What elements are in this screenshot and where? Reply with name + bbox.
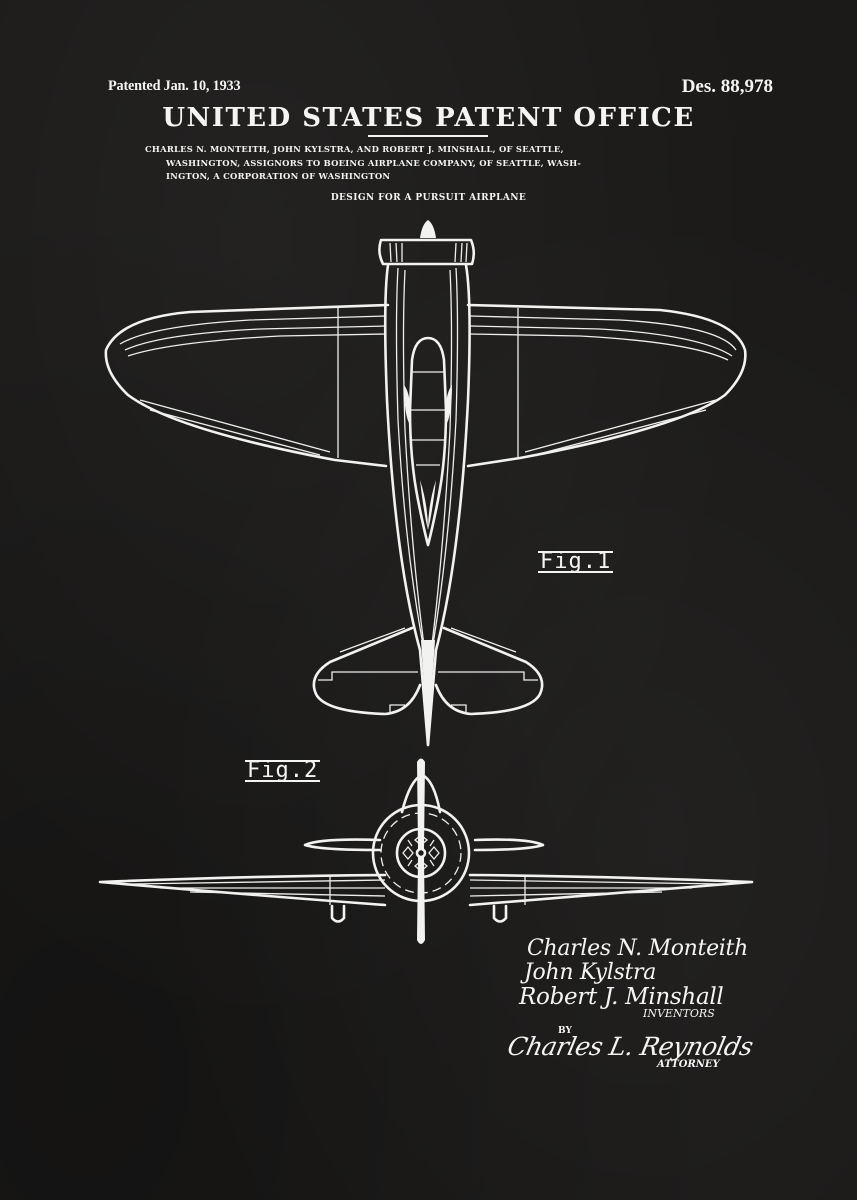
- figure-1-label: Fig.1: [538, 549, 614, 574]
- left-landing-gear: [330, 904, 346, 923]
- inventors-label: INVENTORS: [643, 1007, 715, 1020]
- by-label: BY: [558, 1026, 572, 1036]
- engine-cowling: [378, 238, 476, 266]
- attorney-label: ATTORNEY: [657, 1059, 720, 1070]
- right-landing-gear: [492, 904, 508, 923]
- inventor-signature-1: Charles N. Monteith: [527, 936, 748, 961]
- inventors-line-1: CHARLES N. MONTEITH, JOHN KYLSTRA, AND R…: [145, 144, 564, 154]
- left-stabilizer: [312, 626, 422, 716]
- design-title: DESIGN FOR A PURSUIT AIRPLANE: [330, 193, 527, 203]
- inventors-line-3: INGTON, A CORPORATION OF WASHINGTON: [166, 171, 391, 181]
- figure-2-label: Fig.2: [245, 758, 321, 783]
- fig1-top-view-drawing: [104, 220, 747, 748]
- patent-date: Patented Jan. 10, 1933: [108, 78, 241, 94]
- inventors-line-2: WASHINGTON, ASSIGNORS TO BOEING AIRPLANE…: [166, 158, 582, 168]
- front-stabilizer: [303, 838, 545, 852]
- inventor-signature-3: Robert J. Minshall: [519, 984, 724, 1010]
- left-wing: [104, 303, 390, 468]
- right-wing: [466, 303, 747, 468]
- title-underline: [368, 135, 488, 137]
- fig2-front-view-drawing: [98, 758, 754, 944]
- office-title: UNITED STATES PATENT OFFICE: [162, 103, 695, 133]
- propeller-blade: [417, 758, 425, 944]
- attorney-signature: Charles L. Reynolds: [504, 1032, 756, 1061]
- front-main-wing: [98, 873, 754, 907]
- design-number: Des. 88,978: [681, 76, 773, 97]
- cockpit-canopy: [408, 336, 448, 547]
- propeller-hub-icon: [420, 220, 436, 238]
- right-stabilizer: [434, 626, 544, 716]
- inventor-signature-2: John Kylstra: [524, 960, 657, 985]
